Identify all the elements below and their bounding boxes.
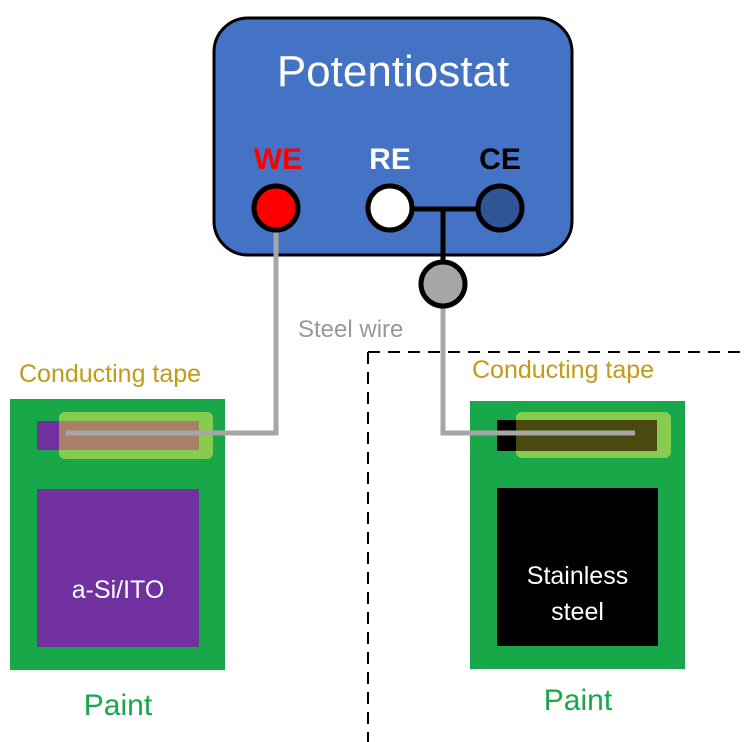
a-si-ito-sample xyxy=(37,489,199,647)
ce-label: CE xyxy=(479,143,521,176)
steel-wire-counter xyxy=(440,288,635,436)
conducting-tape-label-right: Conducting tape xyxy=(472,356,655,384)
re-label: RE xyxy=(369,143,411,176)
paint-label-right: Paint xyxy=(543,684,613,717)
stainless-steel-label: Stainless steel xyxy=(526,562,629,627)
conducting-tape-label-left: Conducting tape xyxy=(19,360,202,388)
paint-label-left: Paint xyxy=(83,689,153,722)
potentiostat-title: Potentiostat xyxy=(276,47,510,96)
steel-wire-we xyxy=(66,207,279,436)
we-terminal xyxy=(251,183,301,233)
a-si-ito-label: a-Si/ITO xyxy=(71,576,165,604)
ce-terminal xyxy=(475,183,525,233)
steel-wire-label: Steel wire xyxy=(298,316,404,343)
dashed-separator xyxy=(367,351,745,742)
junction-node xyxy=(418,259,468,309)
re-terminal xyxy=(365,183,415,233)
stainless-steel-sample xyxy=(497,488,658,646)
we-label: WE xyxy=(253,143,303,176)
